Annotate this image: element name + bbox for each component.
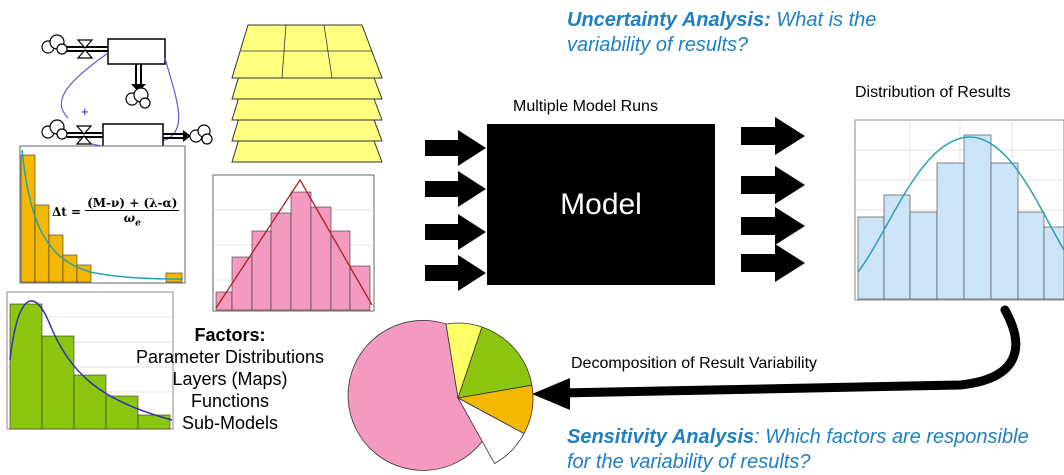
factor-item: Parameter Distributions — [135, 347, 325, 367]
pie-slice-pink — [347, 320, 496, 471]
model-label: Model — [560, 187, 642, 221]
stock-box — [107, 38, 166, 65]
pink-histogram — [212, 174, 375, 312]
model-box: Model — [487, 124, 715, 285]
cloud-icon — [189, 124, 213, 145]
pie-slice-white — [456, 396, 525, 465]
equation-lhs: Δt = — [52, 205, 82, 220]
equation-denominator: ω — [123, 211, 136, 225]
results-histogram — [854, 119, 1064, 301]
layers-maps-icon — [231, 24, 383, 163]
cloud-icon — [41, 34, 68, 55]
equation-numerator: (M-ν) + (λ-α) — [85, 196, 180, 211]
output-arrows — [741, 117, 805, 282]
factor-item: Sub-Models — [181, 413, 279, 433]
distribution-of-results-label: Distribution of Results — [855, 84, 1011, 101]
pie-slice-green — [457, 326, 533, 399]
factors-list: Factors: Parameter Distributions Layers … — [120, 324, 340, 434]
equation: Δt = (M-ν) + (λ-α) ωe — [52, 196, 180, 229]
sensitivity-pie-chart — [347, 320, 534, 471]
uncertainty-analysis-title: Uncertainty Analysis: What is the variab… — [567, 8, 937, 58]
decomposition-arrow — [532, 305, 1021, 410]
factors-heading: Factors: — [194, 325, 266, 345]
valve-icon — [76, 39, 94, 49]
factor-item: Layers (Maps) — [172, 369, 288, 389]
factor-item: Functions — [190, 391, 270, 411]
uncertainty-analysis-heading: Uncertainty Analysis: — [567, 9, 771, 31]
green-histogram — [6, 291, 174, 430]
uncertainty-analysis-question: What is the variability of results? — [567, 9, 877, 56]
sensitivity-analysis-question: : Which factors are responsible for the … — [567, 426, 1029, 473]
decomposition-label: Decomposition of Result Variability — [571, 355, 818, 372]
sensitivity-analysis-title: Sensitivity Analysis: Which factors are … — [567, 425, 1037, 475]
input-arrows — [425, 130, 486, 291]
cloud-icon — [125, 87, 151, 109]
cloud-icon — [41, 119, 68, 140]
stock-flow-diagram: + + — [41, 34, 213, 168]
sensitivity-analysis-heading: Sensitivity Analysis — [567, 426, 755, 448]
orange-histogram — [19, 145, 186, 284]
plus-sign: + — [81, 104, 89, 119]
multiple-model-runs-label: Multiple Model Runs — [513, 98, 658, 115]
equation-denominator-subscript: e — [135, 218, 141, 229]
